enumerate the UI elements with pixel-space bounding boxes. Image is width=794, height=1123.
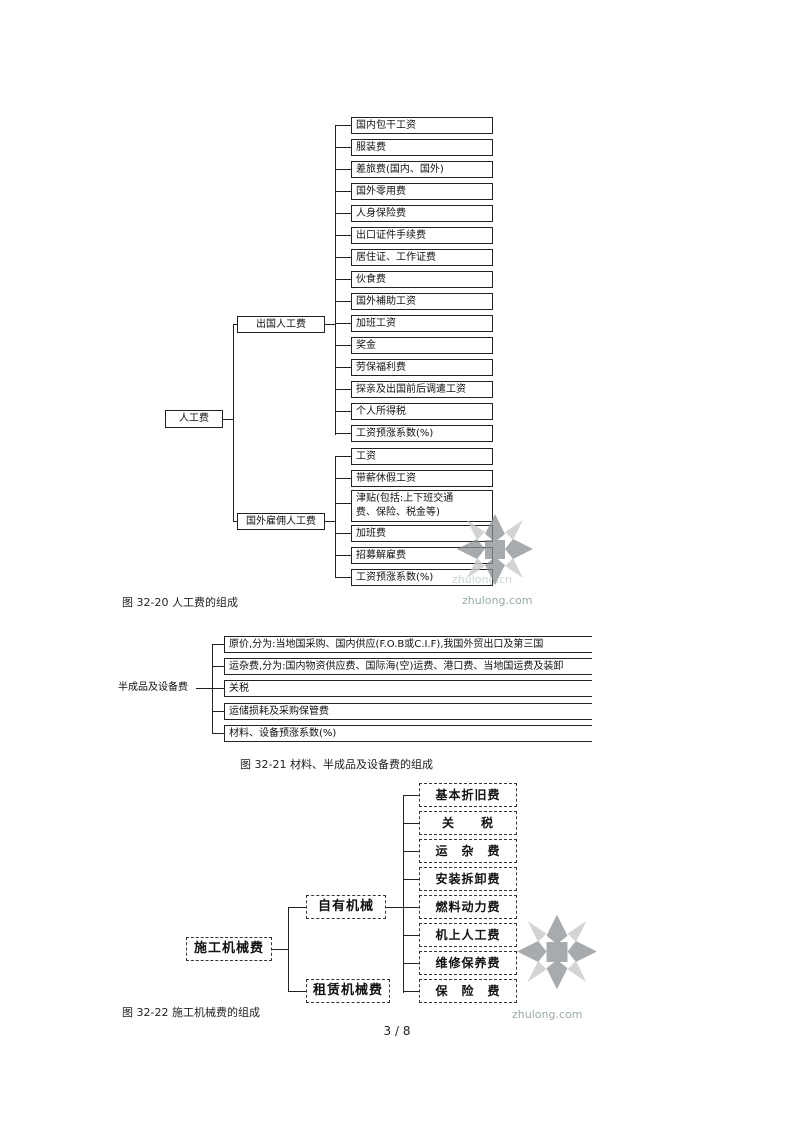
root-semi-products: 半成品及设备费 — [118, 682, 188, 693]
item-machinery-3: 安装拆卸费 — [419, 867, 517, 891]
item-machinery-7: 保 险 费 — [419, 979, 517, 1003]
item-machinery-6: 维修保养费 — [419, 951, 517, 975]
item-b-2: 津贴(包括:上下班交通 费、保险、税金等) — [351, 490, 493, 522]
item-a-1: 服装费 — [351, 139, 493, 156]
item-materials-2: 关税 — [224, 680, 592, 697]
item-machinery-4: 燃料动力费 — [419, 895, 517, 919]
item-a-10: 奖金 — [351, 337, 493, 354]
watermark-text-blur: zhulong.cn — [452, 573, 512, 586]
watermark-logo-icon-2 — [517, 914, 597, 990]
item-a-4: 人身保险费 — [351, 205, 493, 222]
item-a-14: 工资预涨系数(%) — [351, 425, 493, 442]
item-b-1: 带薪休假工资 — [351, 470, 493, 487]
item-machinery-1: 关 税 — [419, 811, 517, 835]
item-a-6: 居住证、工作证费 — [351, 249, 493, 266]
item-b-2-line2: 费、保险、税金等) — [356, 507, 440, 518]
item-machinery-0: 基本折旧费 — [419, 783, 517, 807]
item-b-4: 加班费 — [351, 525, 493, 542]
watermark-text-2: zhulong.com — [512, 1008, 583, 1021]
watermark-text: zhulong.com — [462, 594, 533, 607]
caption-fig-32-20: 图 32-20 人工费的组成 — [122, 596, 238, 609]
item-a-5: 出口证件手续费 — [351, 227, 493, 244]
root-labor-cost: 人工费 — [165, 410, 223, 428]
branch-foreign-hired-labor: 国外雇佣人工费 — [237, 513, 325, 530]
item-a-11: 劳保福利费 — [351, 359, 493, 376]
item-materials-4: 材料、设备预涨系数(%) — [224, 725, 592, 742]
item-materials-3: 运储损耗及采购保管费 — [224, 703, 592, 720]
item-a-3: 国外零用费 — [351, 183, 493, 200]
watermark-logo-icon — [457, 514, 533, 585]
item-a-0: 国内包干工资 — [351, 117, 493, 134]
item-a-7: 伙食费 — [351, 271, 493, 288]
branch-overseas-labor: 出国人工费 — [237, 316, 325, 333]
item-a-8: 国外補助工资 — [351, 293, 493, 310]
branch-own-machinery: 自有机械 — [306, 895, 386, 919]
item-a-13: 个人所得税 — [351, 403, 493, 420]
item-machinery-5: 机上人工费 — [419, 923, 517, 947]
item-materials-1: 运杂费,分为:国内物资供应费、国际海(空)运费、港口费、当地国运费及装卸 — [224, 658, 592, 675]
item-materials-0: 原价,分为:当地国采购、国内供应(F.O.B或C.I.F),我国外贸出口及第三国 — [224, 636, 592, 653]
root-machinery-cost: 施工机械费 — [186, 937, 272, 961]
caption-fig-32-21: 图 32-21 材料、半成品及设备费的组成 — [240, 758, 433, 771]
caption-fig-32-22: 图 32-22 施工机械费的组成 — [122, 1006, 260, 1019]
item-a-2: 差旅费(国内、国外) — [351, 161, 493, 178]
item-a-9: 加班工资 — [351, 315, 493, 332]
branch-leased-machinery: 租赁机械费 — [306, 979, 390, 1003]
item-b-0: 工资 — [351, 448, 493, 465]
item-machinery-2: 运 杂 费 — [419, 839, 517, 863]
item-b-2-line1: 津贴(包括:上下班交通 — [356, 493, 454, 504]
page-number: 3 / 8 — [383, 1024, 411, 1038]
item-b-6: 工资预涨系数(%) — [351, 569, 493, 586]
item-a-12: 探亲及出国前后调遣工资 — [351, 381, 493, 398]
